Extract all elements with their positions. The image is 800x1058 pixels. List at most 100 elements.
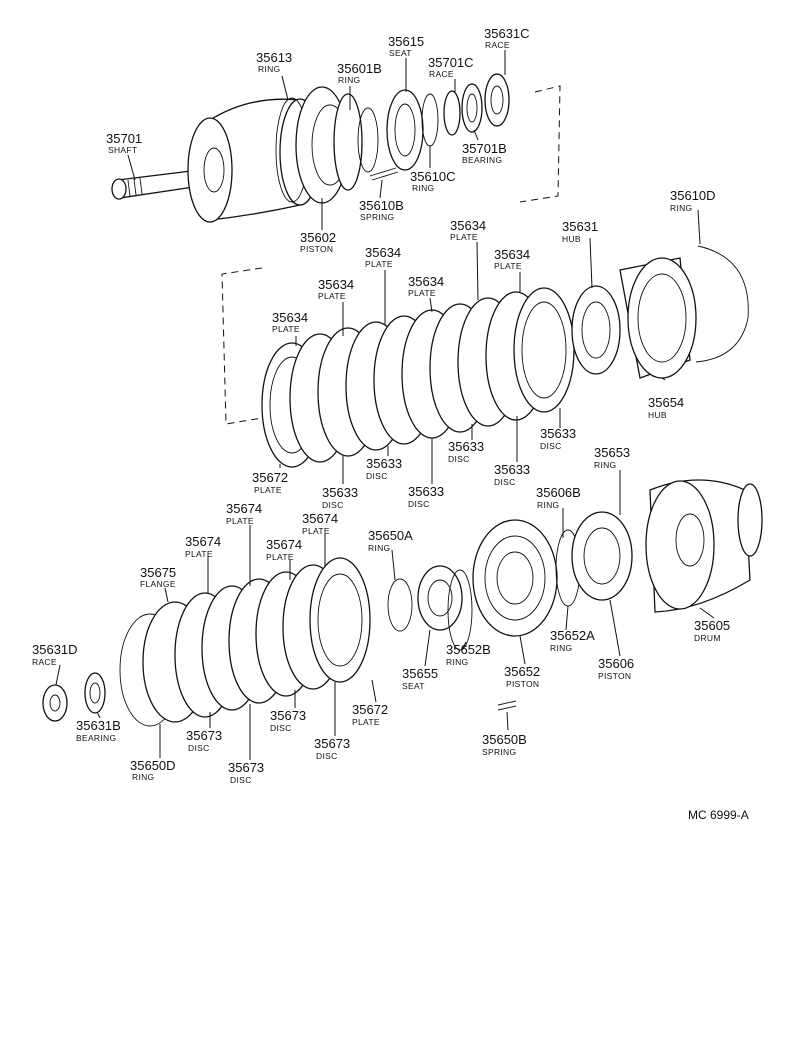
svg-text:RING: RING bbox=[132, 772, 154, 782]
callout-35634-plate-f: 35634 PLATE bbox=[272, 310, 308, 334]
svg-text:FLANGE: FLANGE bbox=[140, 579, 176, 589]
callout-35674-plate-d: 35674 PLATE bbox=[266, 537, 302, 562]
svg-text:SPRING: SPRING bbox=[482, 747, 516, 757]
seat-35615-part bbox=[386, 89, 424, 171]
svg-text:35633: 35633 bbox=[366, 456, 402, 471]
svg-text:35634: 35634 bbox=[365, 245, 401, 260]
bearing-35631b-part bbox=[84, 672, 106, 714]
svg-text:SEAT: SEAT bbox=[389, 48, 412, 58]
svg-text:35652B: 35652B bbox=[446, 642, 491, 657]
callout-35634-plate-a: 35634 PLATE bbox=[450, 218, 486, 242]
svg-text:35652A: 35652A bbox=[550, 628, 595, 643]
svg-text:RING: RING bbox=[258, 64, 280, 74]
callout-35634-plate-c: 35634 PLATE bbox=[494, 247, 530, 271]
svg-text:PLATE: PLATE bbox=[494, 261, 522, 271]
svg-text:35672: 35672 bbox=[252, 470, 288, 485]
ring-35610d-part bbox=[695, 245, 749, 363]
svg-text:35631: 35631 bbox=[562, 219, 598, 234]
svg-text:35673: 35673 bbox=[314, 736, 350, 751]
callout-35655-seat: 35655 SEAT bbox=[402, 666, 438, 691]
callout-35701-shaft: 35701 SHAFT bbox=[106, 131, 142, 155]
callout-35701b-bearing: 35701B BEARING bbox=[462, 141, 507, 165]
svg-text:35605: 35605 bbox=[694, 618, 730, 633]
svg-text:PLATE: PLATE bbox=[266, 552, 294, 562]
svg-text:RING: RING bbox=[670, 203, 692, 213]
svg-text:35634: 35634 bbox=[450, 218, 486, 233]
middle-clutch-pack bbox=[261, 287, 575, 468]
callout-35653-ring: 35653 RING bbox=[594, 445, 630, 470]
callout-35601b-ring: 35601B RING bbox=[337, 61, 382, 85]
callout-35634-plate-d: 35634 PLATE bbox=[408, 274, 444, 298]
svg-text:35615: 35615 bbox=[388, 34, 424, 49]
svg-text:DISC: DISC bbox=[188, 743, 210, 753]
middle-assembly bbox=[221, 245, 749, 468]
seat-35655-part bbox=[417, 565, 463, 631]
callout-35634-plate-e: 35634 PLATE bbox=[318, 277, 354, 301]
svg-text:RING: RING bbox=[594, 460, 616, 470]
drum-35605-part bbox=[645, 479, 763, 613]
svg-text:PLATE: PLATE bbox=[226, 516, 254, 526]
bearing-35701b-part bbox=[461, 83, 483, 133]
svg-text:35634: 35634 bbox=[272, 310, 308, 325]
callout-35672-plate-b: 35672 PLATE bbox=[352, 702, 388, 727]
svg-text:RACE: RACE bbox=[429, 69, 454, 79]
svg-text:DISC: DISC bbox=[366, 471, 388, 481]
race-35701c-part bbox=[443, 90, 461, 136]
callout-35633-disc-c: 35633 DISC bbox=[366, 456, 402, 481]
piston-35652-part bbox=[472, 519, 558, 637]
ring-35601b-part bbox=[357, 107, 379, 173]
svg-text:RACE: RACE bbox=[485, 40, 510, 50]
race-35631c-part bbox=[484, 73, 510, 127]
svg-text:SEAT: SEAT bbox=[402, 681, 425, 691]
svg-text:35672: 35672 bbox=[352, 702, 388, 717]
svg-text:35633: 35633 bbox=[322, 485, 358, 500]
ring-35650a-part bbox=[387, 578, 413, 632]
svg-text:PISTON: PISTON bbox=[300, 244, 333, 254]
svg-text:SPRING: SPRING bbox=[360, 212, 394, 222]
leader-lines bbox=[55, 50, 715, 760]
svg-text:RING: RING bbox=[338, 75, 360, 85]
callout-35634-plate-b: 35634 PLATE bbox=[365, 245, 401, 269]
callout-35615-seat: 35615 SEAT bbox=[388, 34, 424, 58]
svg-text:35601B: 35601B bbox=[337, 61, 382, 76]
svg-text:35633: 35633 bbox=[448, 439, 484, 454]
svg-text:PLATE: PLATE bbox=[450, 232, 478, 242]
callout-35652b-ring: 35652B RING bbox=[446, 642, 491, 667]
diagram-reference-code: MC 6999-A bbox=[688, 808, 749, 822]
svg-text:PLATE: PLATE bbox=[318, 291, 346, 301]
callout-35672-plate-a: 35672 PLATE bbox=[252, 470, 288, 495]
callout-35673-disc-a: 35673 DISC bbox=[186, 728, 222, 753]
callout-35631-hub: 35631 HUB bbox=[562, 219, 598, 244]
piston-35602-part bbox=[295, 86, 363, 204]
callout-35674-plate-b: 35674 PLATE bbox=[302, 511, 338, 536]
callout-35650b-spring: 35650B SPRING bbox=[482, 732, 527, 757]
svg-text:DRUM: DRUM bbox=[694, 633, 721, 643]
svg-text:HUB: HUB bbox=[648, 410, 667, 420]
callout-35633-disc-e: 35633 DISC bbox=[322, 485, 358, 510]
callout-35610c-ring: 35610C RING bbox=[410, 169, 456, 193]
callout-35631d-race: 35631D RACE bbox=[32, 642, 78, 667]
svg-text:RACE: RACE bbox=[32, 657, 57, 667]
svg-text:35631B: 35631B bbox=[76, 718, 121, 733]
bottom-assembly bbox=[42, 479, 763, 727]
svg-text:35650A: 35650A bbox=[368, 528, 413, 543]
svg-text:SHAFT: SHAFT bbox=[108, 145, 137, 155]
svg-text:35674: 35674 bbox=[185, 534, 221, 549]
ring-35652b-part bbox=[447, 569, 473, 651]
spring-35610b-part bbox=[369, 167, 399, 181]
race-35631d-part bbox=[42, 684, 68, 722]
svg-text:35673: 35673 bbox=[228, 760, 264, 775]
svg-text:35634: 35634 bbox=[408, 274, 444, 289]
svg-text:35675: 35675 bbox=[140, 565, 176, 580]
callout-35673-disc-d: 35673 DISC bbox=[314, 736, 350, 761]
callout-35633-disc-a: 35633 DISC bbox=[540, 426, 576, 451]
svg-text:35631C: 35631C bbox=[484, 26, 530, 41]
svg-text:35674: 35674 bbox=[302, 511, 338, 526]
svg-text:PLATE: PLATE bbox=[272, 324, 300, 334]
svg-text:PLATE: PLATE bbox=[302, 526, 330, 536]
callout-35673-disc-c: 35673 DISC bbox=[270, 708, 306, 733]
svg-text:35606: 35606 bbox=[598, 656, 634, 671]
hub-35631-part bbox=[571, 285, 621, 375]
svg-text:35613: 35613 bbox=[256, 50, 292, 65]
svg-text:RING: RING bbox=[412, 183, 434, 193]
